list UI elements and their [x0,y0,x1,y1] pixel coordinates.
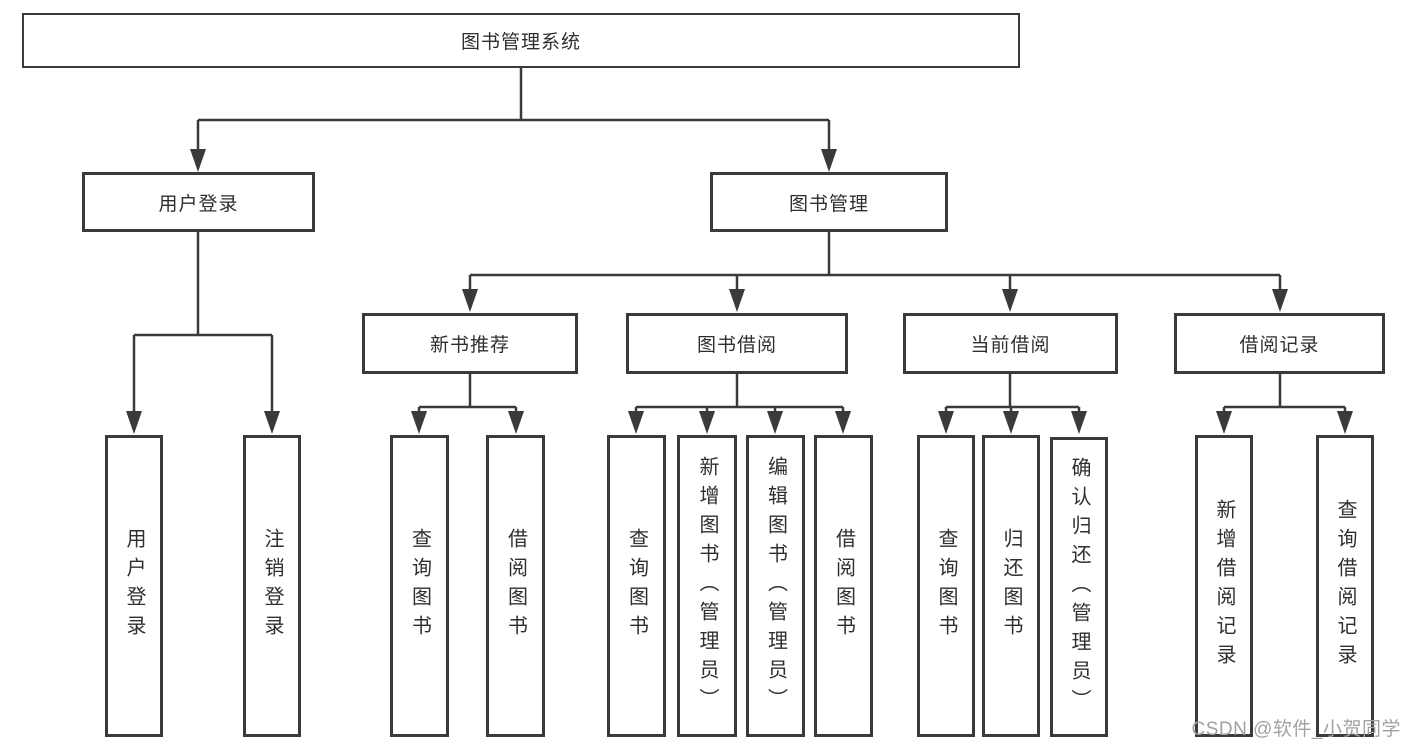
leaf-query-book-current-label: 查询图书 [935,528,957,644]
leaf-return-book: 归还图书 [982,435,1040,737]
leaf-borrow-book-label: 借阅图书 [832,528,855,644]
leaf-query-borrow-record-label: 查询借阅记录 [1334,499,1356,673]
node-borrow-records: 借阅记录 [1174,313,1385,374]
node-book-borrow: 图书借阅 [626,313,848,374]
node-new-book-recommend-label: 新书推荐 [429,335,510,356]
leaf-add-borrow-record-label: 新增借阅记录 [1213,499,1235,673]
leaf-confirm-return-admin: 确认归还（管理员） [1050,437,1108,737]
node-current-borrow: 当前借阅 [903,313,1118,374]
leaf-edit-book-admin-label: 编辑图书（管理员） [764,455,787,717]
node-book-borrow-label: 图书借阅 [696,335,777,356]
leaf-query-book-recommend: 查询图书 [390,435,449,737]
leaf-query-book-borrow: 查询图书 [607,435,666,737]
leaf-logout: 注销登录 [243,435,301,737]
leaf-user-login: 用户登录 [105,435,163,737]
leaf-query-borrow-record: 查询借阅记录 [1316,435,1374,737]
node-new-book-recommend: 新书推荐 [362,313,578,374]
leaf-confirm-return-admin-label: 确认归还（管理员） [1068,456,1090,718]
node-book-management: 图书管理 [710,172,948,232]
leaf-add-borrow-record: 新增借阅记录 [1195,435,1253,737]
leaf-return-book-label: 归还图书 [1000,528,1022,644]
leaf-query-book-borrow-label: 查询图书 [625,528,648,644]
node-borrow-records-label: 借阅记录 [1239,335,1320,356]
leaf-logout-label: 注销登录 [261,528,283,644]
leaf-borrow-book: 借阅图书 [814,435,873,737]
leaf-query-book-recommend-label: 查询图书 [408,528,431,644]
node-current-borrow-label: 当前借阅 [970,335,1051,356]
leaf-query-book-current: 查询图书 [917,435,975,737]
leaf-add-book-admin: 新增图书（管理员） [677,435,737,737]
leaf-edit-book-admin: 编辑图书（管理员） [746,435,805,737]
node-book-management-label: 图书管理 [788,193,869,215]
node-root-label: 图书管理系统 [460,32,581,53]
node-user-login: 用户登录 [82,172,315,232]
leaf-borrow-book-recommend: 借阅图书 [486,435,545,737]
node-user-login-label: 用户登录 [158,193,239,215]
node-root: 图书管理系统 [22,13,1020,68]
leaf-borrow-book-recommend-label: 借阅图书 [504,528,527,644]
leaf-add-book-admin-label: 新增图书（管理员） [696,455,718,717]
leaf-user-login-label: 用户登录 [123,528,145,644]
